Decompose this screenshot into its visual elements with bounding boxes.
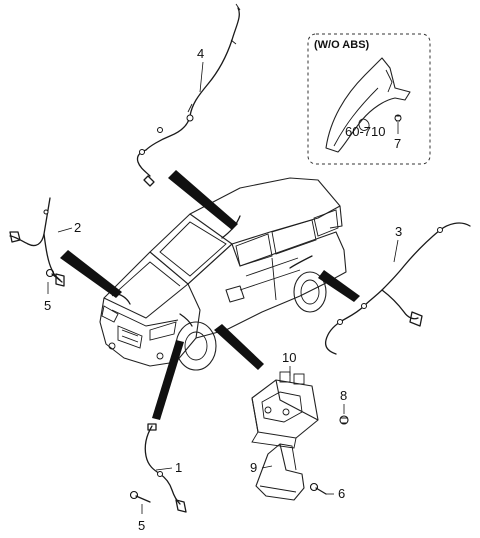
part-5-bolt-lower [129, 490, 151, 503]
pointer-rear-right [318, 270, 360, 302]
fender-shield [325, 57, 411, 153]
inset-without-abs: (W/O ABS) 60-710 7 [307, 33, 431, 165]
part-3-rear-right-sensor-cable: 3 [324, 222, 471, 355]
fender-shield-tab [385, 69, 393, 93]
leader-1 [155, 467, 173, 471]
location-pointers [60, 170, 360, 420]
pointer-abs-unit [214, 324, 264, 370]
inset-border [307, 33, 431, 165]
callout-10: 10 [282, 350, 296, 365]
part-9-bracket: 9 [250, 443, 305, 501]
inset-title: (W/O ABS) [314, 39, 370, 51]
pointer-front-sensor [152, 340, 184, 420]
part-4-rear-sensor-cable: 4 [136, 3, 241, 187]
vehicle-outline [99, 177, 347, 371]
part-6-bolt: 6 [309, 482, 345, 501]
leader-4 [199, 61, 204, 93]
callout-4: 4 [197, 46, 204, 61]
leader-9 [261, 465, 273, 469]
part-5-bolt-upper [45, 268, 63, 283]
shield-clip [358, 118, 370, 131]
ref-label-60-710: 60-710 [345, 124, 385, 139]
callout-8: 8 [340, 388, 347, 403]
part-8-bolt: 8 [339, 388, 349, 425]
callout-3: 3 [395, 224, 402, 239]
leader-3 [393, 239, 399, 263]
pointer-rear-upper [168, 170, 238, 230]
callout-7: 7 [394, 136, 401, 151]
callout-1: 1 [175, 460, 182, 475]
callout-9: 9 [250, 460, 257, 475]
fender-shield-edge [333, 87, 379, 147]
callout-2: 2 [74, 220, 81, 235]
callout-5b: 5 [138, 518, 145, 533]
pointer-front-left [60, 250, 122, 298]
inset-bolt [394, 114, 402, 122]
part-1-front-sensor-cable: 1 5 [129, 423, 187, 533]
callout-6: 6 [338, 486, 345, 501]
callout-5a: 5 [44, 298, 51, 313]
leader-2 [57, 227, 73, 233]
part-10-abs-hydraulic-unit: 10 [251, 350, 319, 449]
